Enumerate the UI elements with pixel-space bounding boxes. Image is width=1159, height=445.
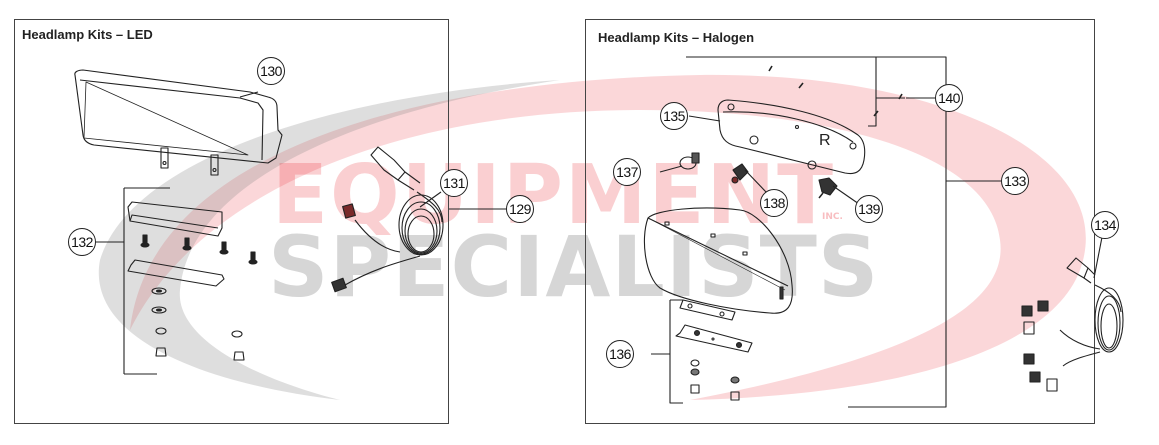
halogen-lens-drawing xyxy=(643,207,793,314)
halogen-socket-138-drawing xyxy=(731,163,749,184)
leader-137 xyxy=(659,165,683,173)
callout-134[interactable]: 134 xyxy=(1091,211,1119,239)
halogen-rear-housing-drawing: R xyxy=(717,99,866,175)
leader-138 xyxy=(744,169,768,194)
halogen-assembly-bracket xyxy=(848,56,1001,408)
led-mounting-hardware-drawing xyxy=(123,187,258,375)
callout-133[interactable]: 133 xyxy=(1001,167,1029,195)
leader-130 xyxy=(239,91,259,98)
callout-139[interactable]: 139 xyxy=(855,195,883,223)
panel-title-led: Headlamp Kits – LED xyxy=(22,27,153,42)
halogen-screw-bracket xyxy=(686,56,905,127)
callout-129[interactable]: 129 xyxy=(506,195,534,223)
callout-138[interactable]: 138 xyxy=(760,189,788,217)
callout-132[interactable]: 132 xyxy=(68,228,96,256)
halogen-mounting-hardware-drawing xyxy=(669,299,753,404)
callout-140[interactable]: 140 xyxy=(935,84,963,112)
halogen-bulb-drawing xyxy=(679,152,700,170)
halogen-socket-139-drawing xyxy=(818,177,838,199)
panel-led xyxy=(14,19,449,424)
led-harness-drawing xyxy=(331,146,444,293)
callout-136[interactable]: 136 xyxy=(606,340,634,368)
svg-text:R: R xyxy=(819,132,831,149)
halogen-harness-drawing xyxy=(1021,257,1124,392)
callout-137[interactable]: 137 xyxy=(613,158,641,186)
leader-131 xyxy=(419,191,442,208)
led-headlamp-drawing xyxy=(74,69,283,176)
callout-135[interactable]: 135 xyxy=(660,102,688,130)
watermark-line1: EQUIPMENT xyxy=(272,148,836,243)
watermark-suffix: INC. xyxy=(822,212,843,222)
callout-130[interactable]: 130 xyxy=(257,57,285,85)
panel-title-halogen: Headlamp Kits – Halogen xyxy=(598,30,755,45)
watermark-line2: SPECIALISTS xyxy=(268,218,880,316)
leader-139 xyxy=(832,185,860,205)
leader-135 xyxy=(688,115,721,122)
callout-131[interactable]: 131 xyxy=(440,169,468,197)
